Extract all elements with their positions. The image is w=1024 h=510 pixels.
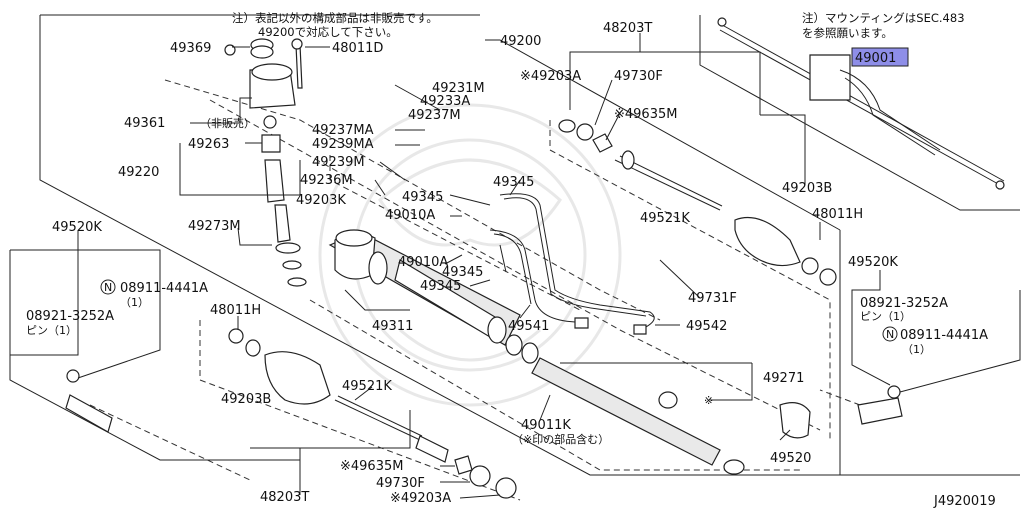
label-49520: 49520 bbox=[770, 451, 811, 466]
label-48011D: 48011D bbox=[332, 41, 383, 56]
label-08911-right-qty: （1） bbox=[902, 343, 931, 356]
label-49263: 49263 bbox=[188, 137, 229, 152]
label-49203B-right: 49203B bbox=[782, 181, 832, 196]
diagram-id: J4920019 bbox=[933, 494, 996, 509]
pinion-assembly bbox=[249, 38, 307, 287]
label-49239M: 49239M bbox=[312, 155, 365, 170]
note-top-right-1: 注）マウンティングはSEC.483 bbox=[802, 11, 965, 25]
rack-bar bbox=[505, 334, 811, 475]
label-49203K: 49203K bbox=[296, 193, 346, 208]
label-48011H-left: 48011H bbox=[210, 303, 261, 318]
hydraulic-pipes bbox=[489, 193, 655, 335]
label-08921-left: 08921-3252A bbox=[26, 309, 114, 324]
label-49233A: 49233A bbox=[420, 94, 470, 109]
part-labels: 49369 48011D 49200 48203T 49001 ※49203A … bbox=[26, 21, 996, 509]
label-49521K-right: 49521K bbox=[640, 211, 690, 226]
note-top-left-1: 注）表記以外の構成部品は非販売です。 bbox=[232, 11, 438, 25]
label-49731F: 49731F bbox=[688, 291, 737, 306]
label-49520K-left: 49520K bbox=[52, 220, 102, 235]
note-top-right-2: を参照願います。 bbox=[802, 26, 893, 40]
label-49237MA: 49237MA bbox=[312, 123, 374, 138]
label-49010A-b: 49010A bbox=[398, 255, 448, 270]
star-symbol: ※ bbox=[704, 394, 713, 407]
label-49345-b: 49345 bbox=[402, 190, 443, 205]
tie-rod-ends bbox=[65, 44, 903, 433]
label-49236M: 49236M bbox=[300, 173, 353, 188]
label-49542: 49542 bbox=[686, 319, 727, 334]
label-08921-right: 08921-3252A bbox=[860, 296, 948, 311]
note-not-sold: （非販売） bbox=[200, 117, 255, 130]
watermark bbox=[318, 103, 622, 407]
label-49361: 49361 bbox=[124, 116, 165, 131]
label-49730F-top: 49730F bbox=[614, 69, 663, 84]
n-symbol-right bbox=[882, 326, 898, 342]
assembly-outline bbox=[9, 14, 1020, 476]
label-49239MA: 49239MA bbox=[312, 137, 374, 152]
label-49635M-bottom: ※49635M bbox=[340, 459, 403, 474]
right-tie-rod bbox=[558, 119, 837, 286]
label-49345-d: 49345 bbox=[420, 279, 461, 294]
label-49541: 49541 bbox=[508, 319, 549, 334]
label-08911-left-qty: （1） bbox=[120, 296, 149, 309]
label-49345-c: 49345 bbox=[442, 265, 483, 280]
notes: 注）表記以外の構成部品は非販売です。 49200で対応して下さい。 注）マウンテ… bbox=[200, 11, 965, 446]
label-49010A-a: 49010A bbox=[385, 208, 435, 223]
label-49220: 49220 bbox=[118, 165, 159, 180]
label-49001-highlight bbox=[851, 47, 909, 67]
label-49311: 49311 bbox=[372, 319, 413, 334]
n-symbol-right-text: N bbox=[886, 328, 894, 341]
leader-lines bbox=[10, 33, 1021, 499]
label-48011H-right: 48011H bbox=[812, 207, 863, 222]
label-49203B-left: 49203B bbox=[221, 392, 271, 407]
label-49231M: 49231M bbox=[432, 81, 485, 96]
label-48203T-top: 48203T bbox=[603, 21, 652, 36]
note-top-left-2: 49200で対応して下さい。 bbox=[258, 25, 398, 39]
label-49203A-top: ※49203A bbox=[520, 69, 581, 84]
label-08911-left: 08911-4441A bbox=[120, 281, 208, 296]
assembly-thumbnail bbox=[717, 17, 1005, 190]
label-49011K: 49011K bbox=[521, 418, 571, 433]
n-symbol-left-text: N bbox=[104, 281, 112, 294]
label-08911-right: 08911-4441A bbox=[900, 328, 988, 343]
label-48203T-bottom: 48203T bbox=[260, 490, 309, 505]
guide-lines bbox=[89, 79, 861, 501]
label-49273M: 49273M bbox=[188, 219, 241, 234]
label-08921-left-pin: ピン（1） bbox=[26, 324, 77, 337]
label-49730F-bottom: 49730F bbox=[376, 476, 425, 491]
label-49521K-left: 49521K bbox=[342, 379, 392, 394]
label-49237M: 49237M bbox=[408, 108, 461, 123]
label-49271: 49271 bbox=[763, 371, 804, 386]
label-49001[interactable]: 49001 bbox=[855, 51, 896, 66]
label-49635M-top: ※49635M bbox=[614, 107, 677, 122]
label-49203A-bottom: ※49203A bbox=[390, 491, 451, 506]
label-49369: 49369 bbox=[170, 41, 211, 56]
left-tie-rod bbox=[228, 328, 517, 499]
label-49200: 49200 bbox=[500, 34, 541, 49]
rack-housing bbox=[328, 229, 521, 346]
n-symbol-left bbox=[100, 279, 116, 295]
label-08921-right-pin: ピン（1） bbox=[860, 310, 911, 323]
label-49520K-right: 49520K bbox=[848, 255, 898, 270]
note-bottom-mid: （※印の部品含む） bbox=[512, 432, 609, 446]
label-49345-a: 49345 bbox=[493, 175, 534, 190]
